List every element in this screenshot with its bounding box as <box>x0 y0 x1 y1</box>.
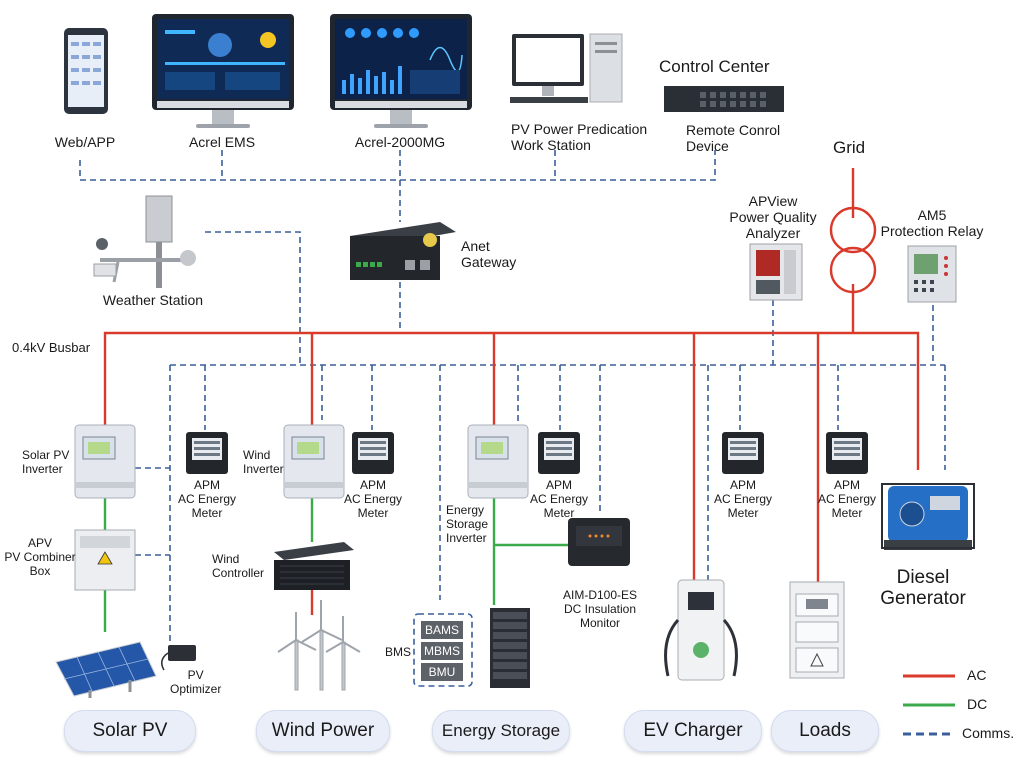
control-center-label: Control Center <box>659 57 770 76</box>
remote-control-device-icon <box>664 86 784 112</box>
dc-lines <box>103 498 568 632</box>
aim-label: AIM-D100-ES DC Insulation Monitor <box>562 588 638 630</box>
apm-meter-icon-4 <box>722 432 764 474</box>
busbar-label: 0.4kV Busbar <box>12 340 91 355</box>
wind-controller-icon <box>274 542 354 590</box>
wind-inverter-label: Wind Inverter <box>243 448 284 476</box>
legend-comms-label: Comms. <box>962 725 1015 741</box>
load-cabinet-icon <box>789 581 845 679</box>
legend-dc-label: DC <box>967 696 988 712</box>
wind-turbine-icon <box>277 600 361 691</box>
diesel-label: Diesel Generator <box>880 567 966 609</box>
combiner-label: APV PV Combiner Box <box>4 536 76 578</box>
apm-meter-icon-5 <box>826 432 868 474</box>
wind-controller-label: Wind Controller <box>212 552 265 580</box>
ems-monitor-icon <box>152 14 294 128</box>
pv-optimizer-label: PV Optimizer <box>170 668 222 696</box>
dc-insulation-monitor-icon <box>568 518 630 566</box>
mbms-label: MBMS <box>424 644 460 658</box>
apm-meter-icon-2 <box>352 432 394 474</box>
bmu-label: BMU <box>428 665 456 679</box>
anet-gateway-label: Anet Gateway <box>461 238 517 270</box>
grid-label: Grid <box>833 138 866 157</box>
energy-storage-inverter-icon <box>467 424 529 499</box>
ac-lines <box>103 168 920 615</box>
bams-label: BAMS <box>424 623 459 637</box>
battery-rack-icon <box>490 608 530 688</box>
pv-prediction-label: PV Power Predication Work Station <box>511 121 648 153</box>
apview-label: APView Power Quality Analyzer <box>729 193 817 241</box>
ev-charger-icon <box>664 579 738 681</box>
weather-station-icon <box>93 195 196 288</box>
apm-label-5: APM AC Energy Meter <box>817 478 877 520</box>
phone-icon <box>64 28 108 114</box>
bms-box <box>413 613 473 687</box>
acrel-2000mg-label: Acrel-2000MG <box>354 134 446 150</box>
category-loads: Loads <box>771 710 879 752</box>
acrel-2000mg-monitor-icon <box>330 14 472 128</box>
workstation-icon <box>510 33 623 103</box>
acrel-ems-label: Acrel EMS <box>188 134 256 150</box>
comms-lines <box>79 150 946 645</box>
anet-gateway-icon <box>350 222 456 280</box>
apm-meter-icon-3 <box>538 432 580 474</box>
apm-meter-icon-1 <box>186 432 228 474</box>
bms-modules <box>421 621 463 681</box>
apm-label-1: APM AC Energy Meter <box>177 478 237 520</box>
web-app-label: Web/APP <box>54 134 116 150</box>
pv-combiner-box-icon <box>74 529 136 591</box>
pv-optimizer-icon <box>161 645 196 671</box>
category-energy-storage: Energy Storage <box>432 710 570 752</box>
solar-inverter-label: Solar PV Inverter <box>22 448 70 476</box>
power-quality-analyzer-icon <box>749 243 803 301</box>
diesel-generator-icon <box>881 483 975 550</box>
weather-station-label: Weather Station <box>102 292 204 308</box>
protection-relay-icon <box>907 245 957 303</box>
category-solar-pv: Solar PV <box>64 710 196 752</box>
transformer-icon <box>829 206 877 294</box>
wind-inverter-icon <box>283 424 345 499</box>
legend-ac-label: AC <box>967 667 987 683</box>
remote-device-label: Remote Conrol Device <box>686 122 781 154</box>
solar-pv-inverter-icon <box>74 424 136 499</box>
apm-label-3: APM AC Energy Meter <box>529 478 589 520</box>
apm-label-4: APM AC Energy Meter <box>713 478 773 520</box>
am5-label: AM5 Protection Relay <box>880 207 984 239</box>
solar-panel-icon <box>55 641 157 698</box>
bms-label: BMS <box>385 645 412 659</box>
category-wind-power: Wind Power <box>256 710 390 752</box>
es-inverter-label: Energy Storage Inverter <box>446 503 489 545</box>
apm-label-2: APM AC Energy Meter <box>343 478 403 520</box>
category-ev-charger: EV Charger <box>624 710 762 752</box>
